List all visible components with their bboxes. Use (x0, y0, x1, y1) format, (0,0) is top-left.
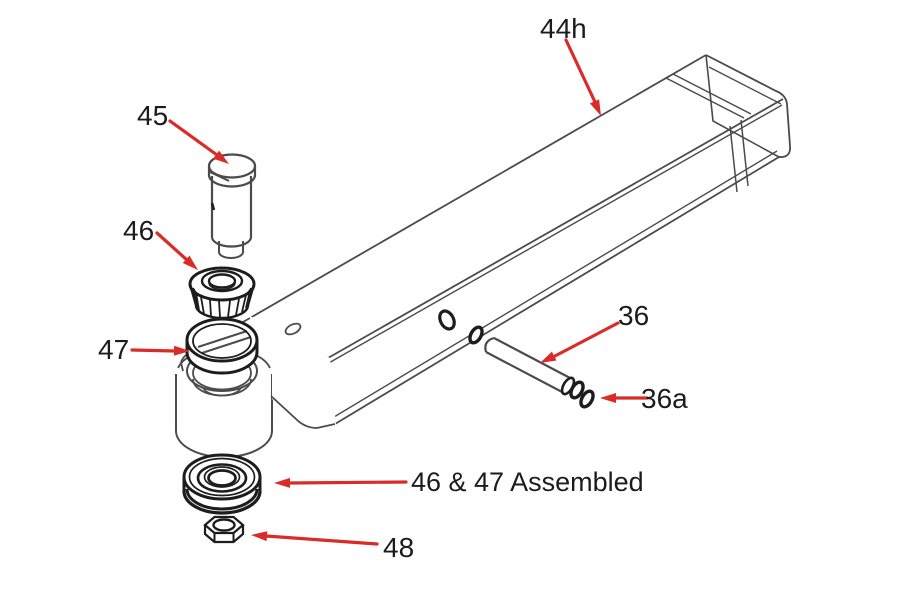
part-46-47-assembled-bearing (182, 453, 262, 515)
callout-arrow-36 (540, 321, 620, 363)
part-44h-arm (249, 54, 791, 425)
callout-label-36: 36 (618, 300, 649, 331)
callout-label-47: 47 (98, 334, 129, 365)
callout-label-46: 46 (123, 215, 154, 246)
callout-arrow-47 (130, 345, 190, 356)
callout-arrow-46 (155, 231, 198, 270)
callout-label-36a: 36a (641, 383, 688, 414)
part-46-bearing-cone (188, 266, 256, 320)
callout-label-45: 45 (137, 100, 168, 131)
part-45-pivot-pin (207, 153, 257, 259)
callout-arrow-36a (600, 393, 649, 403)
callout-labels: 44h 45 46 47 36 36a 46 & 47 Assembled 48 (98, 13, 688, 563)
callout-arrow-44h (564, 38, 601, 116)
arm-top-hole (284, 322, 302, 336)
bearing-rollers (193, 288, 251, 318)
callout-arrow-48 (251, 531, 379, 546)
callout-arrow-46-47-assembled (274, 477, 408, 488)
part-36-pin (484, 336, 576, 396)
callout-label-46-47-assembled: 46 & 47 Assembled (411, 467, 644, 497)
callout-arrow-45 (168, 119, 229, 164)
callout-label-44h: 44h (540, 13, 587, 44)
part-48-hex-nut (203, 515, 245, 544)
callout-arrows (130, 38, 649, 546)
part-47-bearing-race (185, 317, 259, 375)
part-36a-o-rings (468, 325, 595, 409)
callout-label-48: 48 (383, 532, 414, 563)
arm-side-pin-hole (438, 309, 456, 331)
